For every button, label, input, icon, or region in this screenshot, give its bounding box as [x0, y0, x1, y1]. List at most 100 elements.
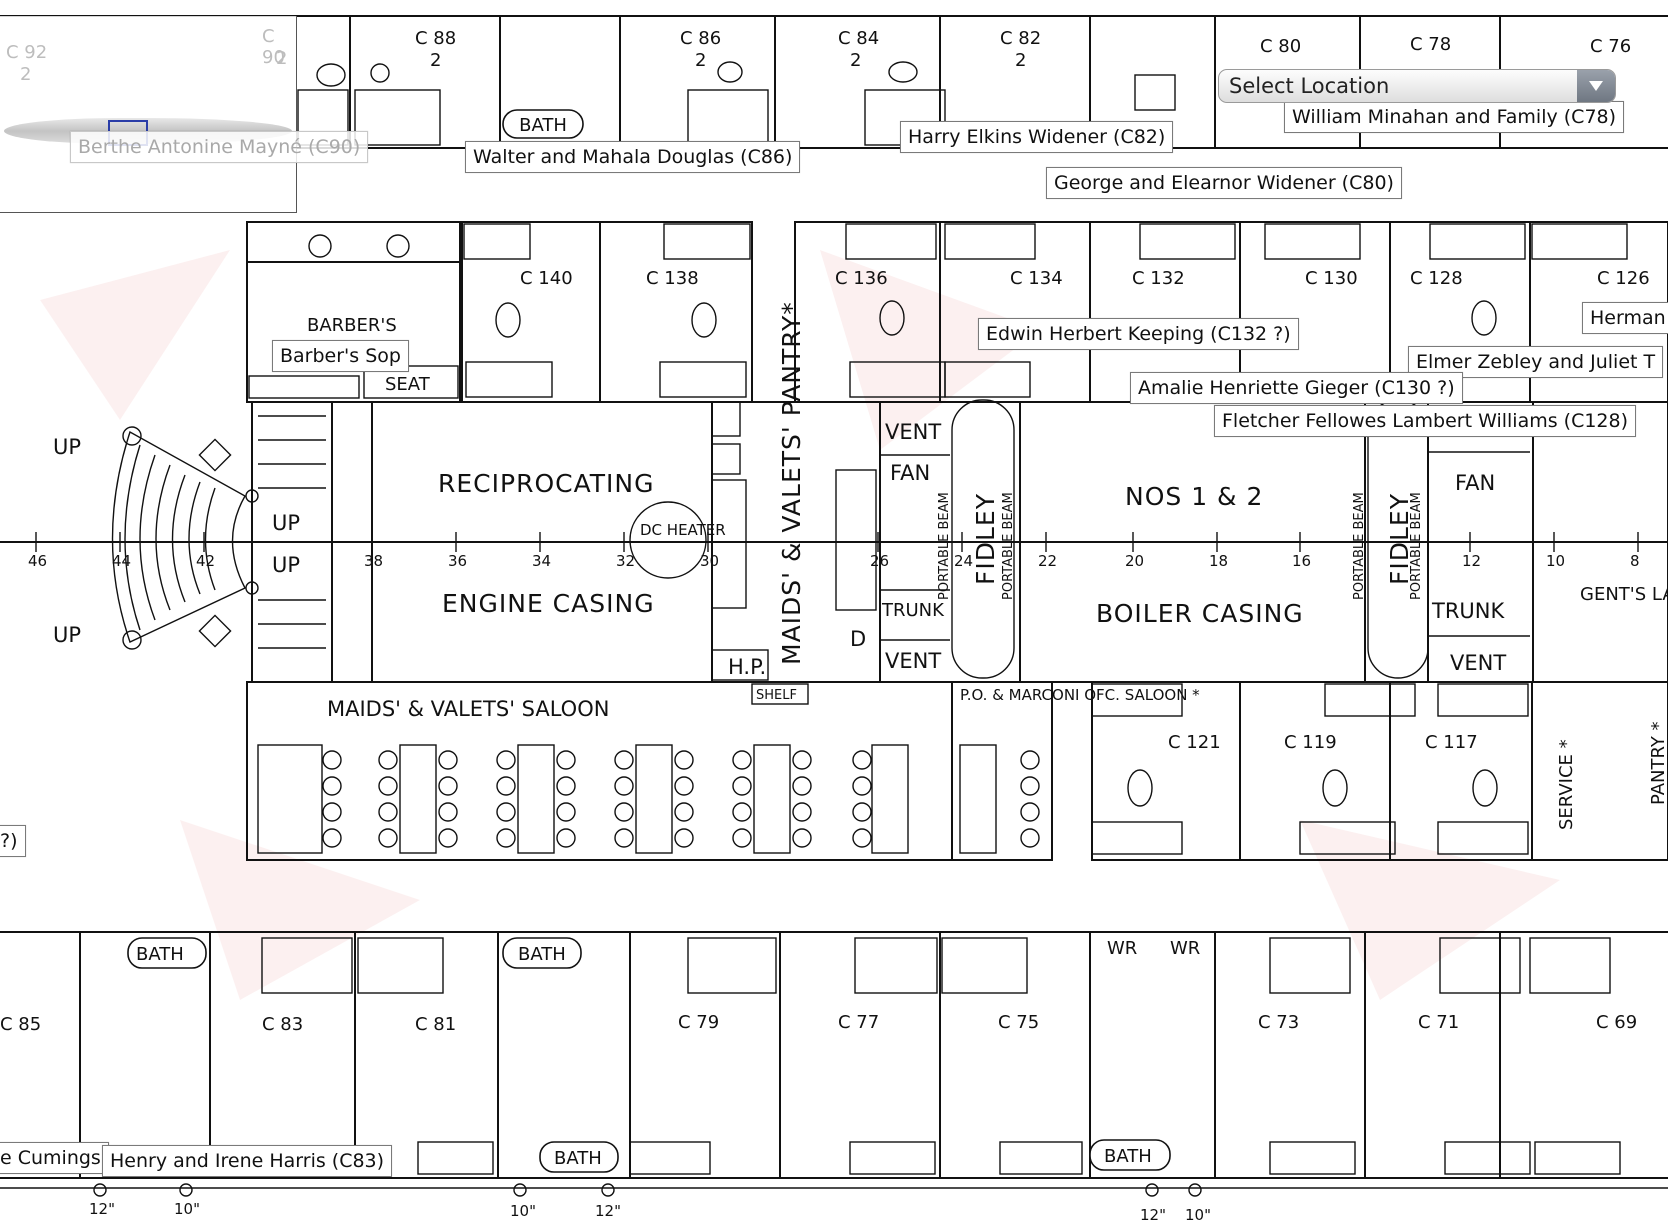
minimap[interactable]: C 92 2 C 90 2 — [0, 16, 297, 213]
vent-label-1: VENT — [885, 420, 941, 444]
frame-numbers: 46 44 42 38 36 34 32 30 26 24 22 20 18 1… — [28, 552, 1640, 570]
svg-text:C 75: C 75 — [998, 1012, 1039, 1033]
svg-text:2: 2 — [430, 50, 441, 71]
bath-label-3: BATH — [554, 1148, 602, 1169]
portable-beam-label-2: PORTABLE BEAM — [1001, 492, 1016, 600]
svg-text:C 140: C 140 — [520, 268, 573, 289]
maids-saloon-label: MAIDS' & VALETS' SALOON — [327, 697, 609, 721]
service-label: SERVICE * — [1556, 739, 1577, 830]
boiler-casing-label: BOILER CASING — [1096, 599, 1304, 628]
cabin-c117: C 117 — [1425, 732, 1478, 753]
gents-lav-label: GENT'S LAV — [1580, 584, 1668, 605]
label-walter-mahala-douglas[interactable]: Walter and Mahala Douglas (C86) — [465, 141, 801, 173]
svg-text:C 85: C 85 — [0, 1014, 41, 1035]
svg-text:16: 16 — [1292, 552, 1311, 570]
svg-text:44: 44 — [112, 552, 131, 570]
svg-text:36: 36 — [448, 552, 467, 570]
label-george-widener[interactable]: George and Elearnor Widener (C80) — [1046, 167, 1402, 199]
svg-text:18: 18 — [1209, 552, 1228, 570]
svg-text:C 81: C 81 — [415, 1014, 456, 1035]
up-label-3: UP — [272, 511, 300, 535]
svg-text:C 128: C 128 — [1410, 268, 1463, 289]
label-berthe-mayne[interactable]: Berthe Antonine Mayné (C90) — [70, 131, 369, 163]
wr-label-2: WR — [1170, 938, 1200, 959]
reciprocating-label: RECIPROCATING — [438, 469, 654, 498]
svg-text:2: 2 — [850, 50, 861, 71]
svg-text:2: 2 — [1015, 50, 1026, 71]
fan-label-1: FAN — [890, 461, 930, 485]
minimap-ghost-cabin-1: C 92 — [6, 42, 48, 63]
svg-text:10": 10" — [1185, 1206, 1211, 1224]
cabin-c86: C 86 — [680, 28, 721, 49]
cabin-c80: C 80 — [1260, 36, 1301, 57]
svg-text:12": 12" — [1140, 1206, 1166, 1224]
cabin-c84: C 84 — [838, 28, 879, 49]
svg-text:C 73: C 73 — [1258, 1012, 1299, 1033]
svg-text:20: 20 — [1125, 552, 1144, 570]
label-fletcher-williams[interactable]: Fletcher Fellowes Lambert Williams (C128… — [1214, 405, 1637, 437]
label-elmer-zebley[interactable]: Elmer Zebley and Juliet T — [1408, 346, 1664, 378]
hp-label: H.P. — [728, 655, 766, 679]
up-label-2: UP — [53, 623, 81, 647]
location-select-value: Select Location — [1229, 74, 1390, 98]
trunk-label-1: TRUNK — [881, 600, 945, 621]
staircase — [111, 426, 259, 650]
svg-text:C 79: C 79 — [678, 1012, 719, 1033]
svg-text:32: 32 — [616, 552, 635, 570]
svg-text:12": 12" — [595, 1202, 621, 1220]
saloon-chairs — [322, 750, 1040, 848]
barbers-room-label: BARBER'S — [307, 315, 397, 336]
label-edwin-keeping[interactable]: Edwin Herbert Keeping (C132 ?) — [978, 318, 1299, 350]
svg-text:C 130: C 130 — [1305, 268, 1358, 289]
label-william-minahan[interactable]: William Minahan and Family (C78) — [1284, 101, 1625, 133]
location-select[interactable]: Select Location — [1218, 69, 1616, 103]
bath-label-1: BATH — [136, 944, 184, 965]
label-herman[interactable]: Herman — [1582, 302, 1668, 334]
dc-heater-label: DC HEATER — [640, 521, 726, 539]
cabin-c82: C 82 — [1000, 28, 1041, 49]
label-barbers-sop[interactable]: Barber's Sop — [272, 340, 409, 372]
wr-label-1: WR — [1107, 938, 1137, 959]
nos-label: NOS 1 & 2 — [1125, 482, 1263, 511]
fidley-label-2: FIDLEY — [1385, 493, 1414, 585]
fan-label-2: FAN — [1455, 471, 1495, 495]
svg-text:C 134: C 134 — [1010, 268, 1063, 289]
svg-text:22: 22 — [1038, 552, 1057, 570]
svg-text:C 132: C 132 — [1132, 268, 1185, 289]
location-select-toggle[interactable] — [1577, 70, 1615, 102]
portable-beam-label-1: PORTABLE BEAM — [937, 492, 952, 600]
label-amalie-gieger[interactable]: Amalie Henriette Gieger (C130 ?) — [1130, 372, 1463, 404]
mid-cabin-numbers: C 140 C 138 C 136 C 134 C 132 C 130 C 12… — [520, 268, 1650, 289]
vent-label-3: VENT — [1450, 651, 1506, 675]
svg-text:24: 24 — [954, 552, 973, 570]
up-label-1: UP — [53, 435, 81, 459]
svg-text:C 69: C 69 — [1596, 1012, 1637, 1033]
shelf-label: SHELF — [756, 688, 797, 703]
svg-text:C 71: C 71 — [1418, 1012, 1459, 1033]
svg-text:C 126: C 126 — [1597, 268, 1650, 289]
label-harry-elkins-widener[interactable]: Harry Elkins Widener (C82) — [900, 121, 1174, 153]
svg-text:C 138: C 138 — [646, 268, 699, 289]
label-henry-irene-harris[interactable]: Henry and Irene Harris (C83) — [102, 1145, 393, 1177]
bath-label-2: BATH — [518, 944, 566, 965]
label-partial-left[interactable]: ?) — [0, 825, 26, 857]
label-cumings[interactable]: e Cumings — [0, 1142, 109, 1174]
svg-text:C 77: C 77 — [838, 1012, 879, 1033]
top-bath-label: BATH — [519, 115, 567, 136]
minimap-ghost-size-2: 2 — [276, 48, 288, 69]
svg-text:46: 46 — [28, 552, 47, 570]
svg-text:2: 2 — [695, 50, 706, 71]
svg-text:12": 12" — [89, 1200, 115, 1218]
cabin-c121: C 121 — [1168, 732, 1221, 753]
trunk-label-2: TRUNK — [1431, 599, 1505, 623]
seat-label: SEAT — [385, 374, 431, 395]
fidley-label-1: FIDLEY — [971, 493, 1000, 585]
svg-text:10: 10 — [1546, 552, 1565, 570]
svg-text:42: 42 — [196, 552, 215, 570]
svg-text:C 136: C 136 — [835, 268, 888, 289]
down-label: D — [850, 627, 866, 651]
svg-text:10": 10" — [510, 1202, 536, 1220]
po-marconi-label: P.O. & MARCONI OFC. SALOON * — [960, 686, 1200, 704]
top-cabin-numbers: C 88 C 86 C 84 C 82 C 80 C 78 C 76 2 2 2… — [415, 28, 1631, 71]
